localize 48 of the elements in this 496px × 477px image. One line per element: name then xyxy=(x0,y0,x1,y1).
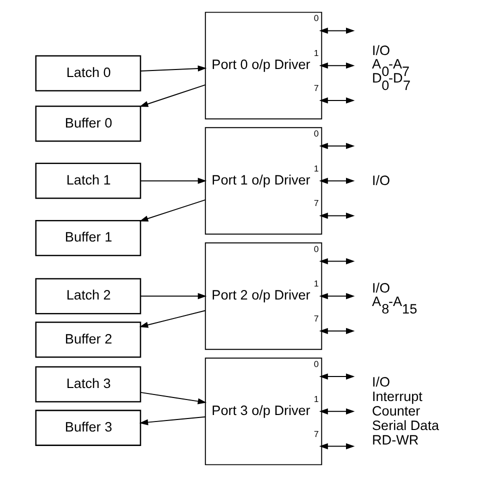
edge-label: 1 xyxy=(313,48,318,58)
edge-label: 7 xyxy=(313,428,318,439)
edge-label: 0 xyxy=(313,359,318,370)
arrow xyxy=(138,416,206,426)
node-box: Latch 2 xyxy=(34,278,141,314)
arrow xyxy=(140,65,206,72)
node-label: Serial Data xyxy=(372,418,439,434)
node-box: Buffer 3 xyxy=(34,410,141,446)
node-label: Interrupt xyxy=(372,388,422,404)
edge-label: 1 xyxy=(313,278,318,289)
node-label: I/O xyxy=(372,280,390,296)
arrow xyxy=(138,310,206,328)
arrow xyxy=(318,97,354,104)
arrow xyxy=(318,178,354,184)
arrow xyxy=(140,392,206,404)
edge-label: 7 xyxy=(313,82,318,93)
node-box: Buffer 0 xyxy=(34,106,141,142)
arrow xyxy=(318,142,354,150)
arrow xyxy=(318,408,354,414)
arrow xyxy=(140,178,206,184)
node-label: RD-WR xyxy=(372,432,418,448)
arrow xyxy=(318,293,354,300)
arrow xyxy=(138,199,206,222)
node-label: Counter xyxy=(372,403,420,418)
node-label: I/O xyxy=(372,43,390,58)
node-box: Buffer 2 xyxy=(34,322,141,358)
edge-label: 0 xyxy=(313,244,318,254)
arrow xyxy=(318,28,354,34)
node-box: Latch 0 xyxy=(34,55,141,92)
node-box: Latch 1 xyxy=(34,162,141,199)
edge-label: 7 xyxy=(313,198,318,208)
edge-label: 0 xyxy=(313,128,318,138)
arrow xyxy=(318,62,354,69)
node-label: I/O xyxy=(372,374,390,390)
node-label: I/O xyxy=(372,172,390,188)
edge-label: 1 xyxy=(313,163,318,174)
arrow xyxy=(140,293,206,300)
edge-label: 7 xyxy=(313,314,318,324)
arrow xyxy=(318,212,354,219)
node-box: Latch 3 xyxy=(34,366,141,402)
arrow xyxy=(318,373,354,380)
node-box: Buffer 1 xyxy=(34,220,141,256)
arrow xyxy=(138,84,206,107)
arrow xyxy=(318,258,354,264)
arrow xyxy=(318,328,354,334)
edge-label: 1 xyxy=(313,394,318,404)
arrow xyxy=(318,443,354,450)
edge-label: 0 xyxy=(313,13,318,24)
